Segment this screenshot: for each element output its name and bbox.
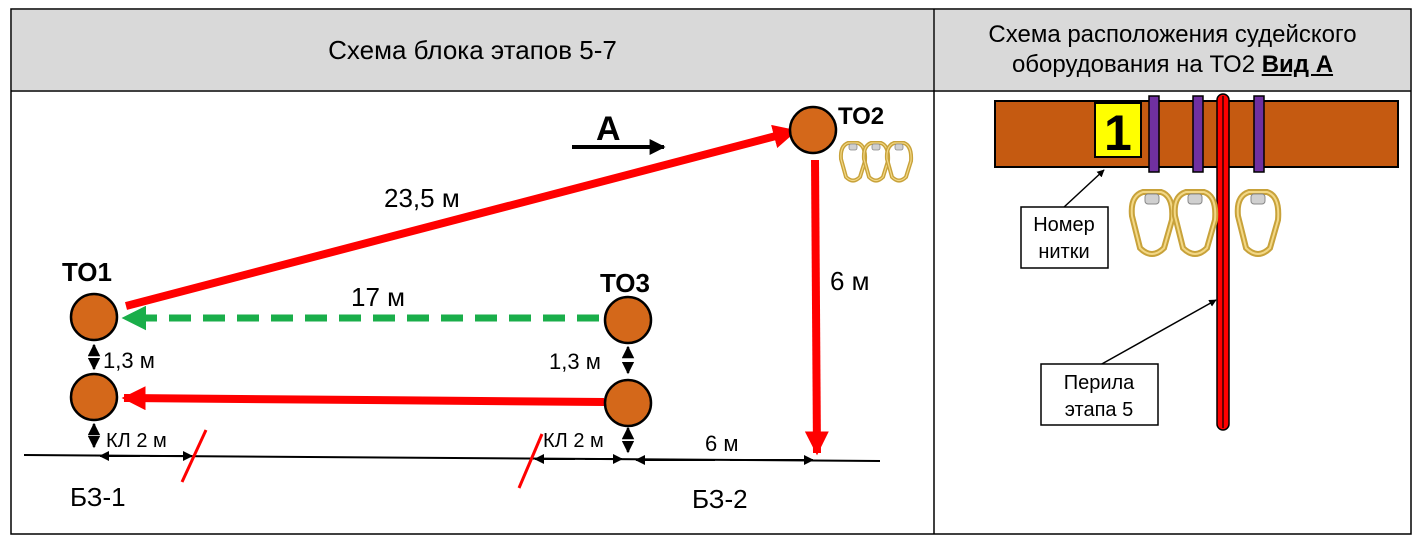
dist-gap-right: 1,3 м	[549, 349, 601, 374]
equipment-straps	[1148, 95, 1265, 173]
thread-number-tag	[1094, 102, 1142, 158]
dist-kl-left: КЛ 2 м	[106, 430, 167, 452]
rope-to1-to2	[124, 124, 798, 310]
ground-dimension-arrows	[99, 451, 814, 465]
dist-to-bz2: 6 м	[705, 431, 738, 456]
callout-rails-line1: Перила	[1064, 372, 1135, 394]
node-to3	[603, 295, 653, 345]
label-to2: ТО2	[838, 103, 884, 130]
callout-thread-line1: Номер	[1033, 214, 1095, 236]
node-to1-bottom	[69, 372, 119, 422]
equipment-carabiners	[1132, 192, 1279, 254]
rope-bottom	[121, 386, 605, 411]
right-header-view: Вид А	[1261, 51, 1334, 78]
node-to2	[788, 105, 838, 155]
to2-carabiners	[838, 141, 914, 183]
callout-thread-line2: нитки	[1038, 241, 1089, 263]
callout-thread: Номер нитки	[1020, 169, 1109, 269]
right-header: Схема расположения судейского оборудован…	[935, 10, 1410, 90]
dist-to3-to1: 17 м	[351, 282, 405, 312]
right-header-line1: Схема расположения судейского	[988, 21, 1357, 48]
dist-to1-to2: 23,5 м	[384, 183, 460, 213]
table-borders	[10, 8, 1412, 535]
left-header: Схема блока этапов 5-7	[12, 10, 933, 90]
view-marker-label: А	[596, 110, 621, 148]
rope-to2-down	[804, 159, 829, 456]
node-to3-bottom	[603, 378, 653, 428]
gap-arrows	[87, 343, 635, 454]
thread-number: 1	[1104, 105, 1132, 161]
callout-rails-line2: этапа 5	[1065, 399, 1133, 421]
dist-kl-right: КЛ 2 м	[543, 430, 604, 452]
label-to1: ТО1	[62, 257, 112, 287]
right-header-line2-wrap: оборудования на ТО2 Вид А	[1012, 50, 1333, 80]
left-header-title: Схема блока этапов 5-7	[328, 34, 617, 65]
dist-to2-down: 6 м	[830, 266, 870, 296]
right-header-line2: оборудования на ТО2	[1011, 51, 1262, 78]
rails-rope	[1216, 93, 1230, 431]
label-to3: ТО3	[600, 268, 650, 298]
nodes	[69, 105, 838, 428]
zone-bz2: БЗ-2	[692, 484, 748, 514]
node-to1	[69, 292, 119, 342]
callout-rails: Перила этапа 5	[1040, 299, 1217, 426]
dist-gap-left: 1,3 м	[103, 348, 155, 373]
control-line-left	[180, 429, 208, 483]
zone-bz1: БЗ-1	[70, 482, 126, 512]
control-line-right	[517, 433, 544, 489]
